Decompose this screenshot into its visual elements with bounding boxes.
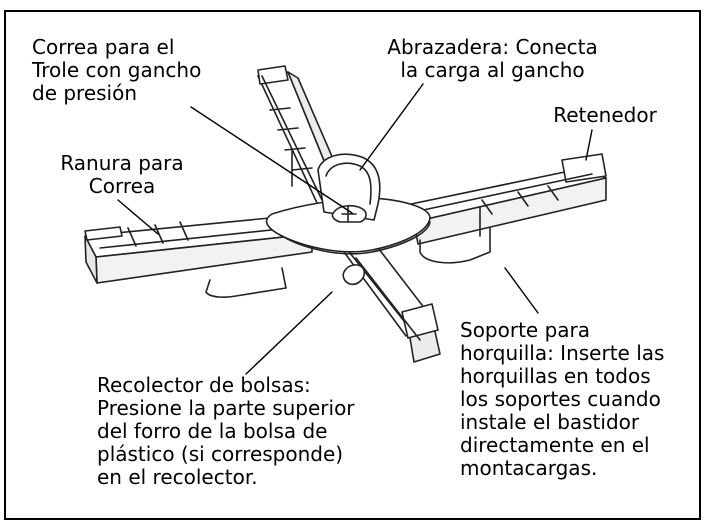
snap-hook-drawing — [331, 204, 367, 223]
right-arm — [391, 153, 607, 245]
clamp-label: Abrazadera: Conecta la carga al gancho — [387, 35, 598, 82]
bag-collector-label: Recolector de bolsas: Presione la parte … — [97, 373, 355, 489]
leader-retainer — [585, 129, 593, 161]
strap-label: Correa para el Trole con gancho de presi… — [32, 35, 202, 105]
clamp-drawing — [317, 153, 381, 221]
fork-support-left — [205, 267, 287, 298]
left-arm — [84, 214, 313, 284]
leader-lines — [117, 83, 593, 375]
fork-support-label: Soporte para horquilla: Inserte las horq… — [460, 318, 665, 480]
front-right-arm — [343, 239, 441, 363]
fork-support-right — [419, 207, 491, 264]
leader-bag-collector — [245, 291, 333, 375]
figure-frame — [4, 10, 701, 520]
retainer-label: Retenedor — [553, 103, 657, 127]
leader-strap — [190, 106, 353, 214]
bag-collector-drawing — [342, 264, 366, 286]
leader-fork-support — [504, 267, 539, 314]
leader-clamp — [359, 83, 424, 171]
leader-strap-slot — [117, 199, 159, 235]
strap-slot-label: Ranura para Correa — [60, 151, 184, 198]
